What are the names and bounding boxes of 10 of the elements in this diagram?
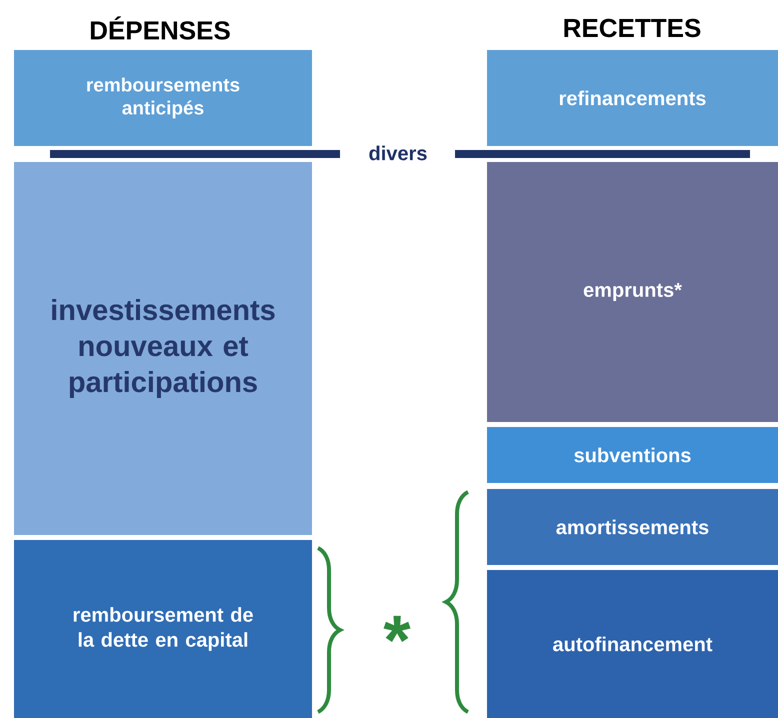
- block: emprunts*: [487, 162, 778, 422]
- block: remboursement de la dette en capital: [14, 540, 312, 718]
- block: amortissements: [487, 489, 778, 565]
- block: remboursements anticipés: [14, 50, 312, 146]
- block: autofinancement: [487, 570, 778, 718]
- block: investissements nouveaux et participations: [14, 162, 312, 535]
- block: refinancements: [487, 50, 778, 146]
- asterisk: *: [384, 616, 411, 642]
- block: subventions: [487, 427, 778, 483]
- divider-label: divers: [369, 146, 427, 160]
